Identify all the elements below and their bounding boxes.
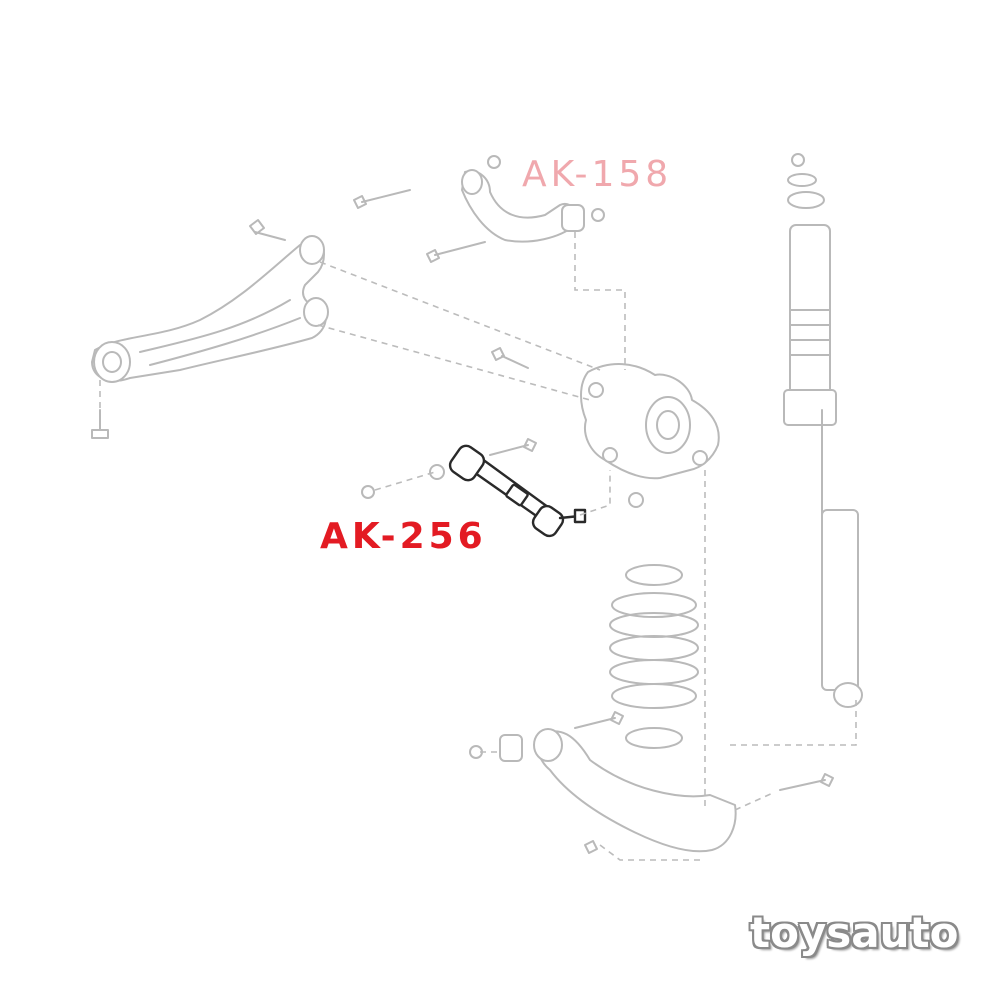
lower-spring-arm	[469, 711, 834, 854]
knuckle	[491, 347, 720, 480]
ak-256-link-highlight	[361, 438, 644, 538]
assembly-guide-lines	[99, 232, 857, 861]
coil-spring	[609, 564, 699, 749]
shock-absorber	[783, 153, 863, 708]
part-label-ak-256: AK-256	[320, 516, 487, 557]
upper-control-arm	[353, 155, 605, 263]
brand-watermark: toysauto	[750, 908, 959, 957]
part-label-ak-158: AK-158	[522, 154, 673, 195]
trailing-arm	[91, 219, 329, 439]
